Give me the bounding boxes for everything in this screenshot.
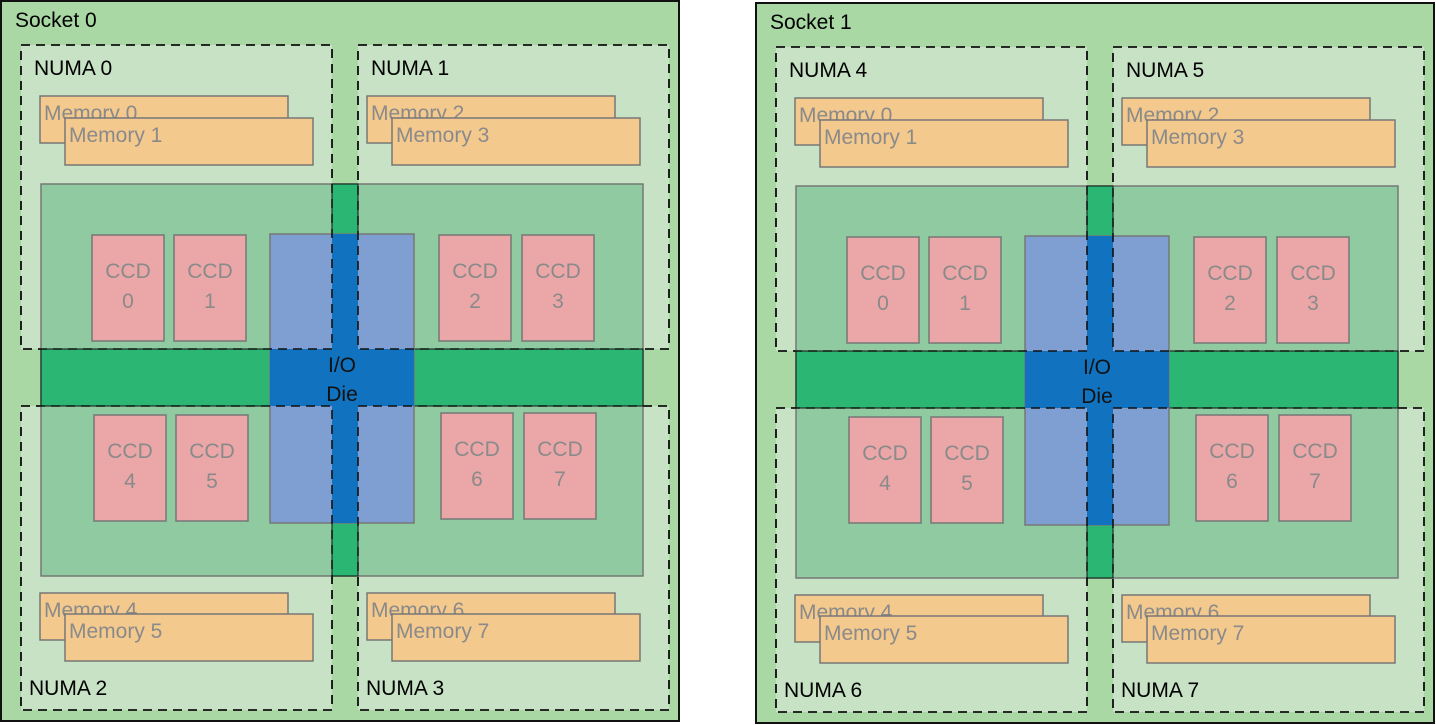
- memory-label: Memory 3: [396, 124, 489, 147]
- ccd-chiplet: [1276, 236, 1350, 344]
- memory-label: Memory 3: [1151, 126, 1244, 149]
- ccd-label: CCD: [1292, 440, 1338, 463]
- ccd-label: CCD: [189, 440, 235, 463]
- ccd-label: CCD: [1290, 262, 1336, 285]
- memory-label: Memory 5: [824, 622, 917, 645]
- ccd-label: CCD: [1207, 262, 1253, 285]
- ccd-label: CCD: [452, 260, 498, 283]
- ccd-number: 7: [554, 468, 566, 491]
- ccd-chiplet: [1195, 414, 1269, 522]
- socket-label: Socket 1: [770, 11, 852, 34]
- io-die-label: I/O: [1083, 356, 1111, 379]
- ccd-label: CCD: [1209, 440, 1255, 463]
- ccd-number: 4: [879, 472, 891, 495]
- memory-module: [819, 119, 1069, 168]
- numa-label: NUMA 4: [789, 59, 868, 82]
- numa-outline: [20, 405, 333, 711]
- numa-label: NUMA 3: [366, 677, 444, 700]
- io-die-label: I/O: [328, 354, 356, 377]
- socket-0: Socket 0 I/O Die NUMA 0 NUMA 1 NUMA 2 NUMA 3 Me…: [0, 0, 680, 722]
- ccd-number: 6: [471, 468, 483, 491]
- ccd-number: 7: [1309, 470, 1321, 493]
- ccd-number: 4: [124, 470, 136, 493]
- ccd-chiplet: [440, 412, 514, 520]
- socket-label: Socket 0: [15, 9, 97, 32]
- numa-outline: [775, 407, 1088, 713]
- ccd-chiplet: [173, 234, 247, 342]
- ccd-label: CCD: [942, 262, 988, 285]
- ccd-label: CCD: [187, 260, 233, 283]
- ccd-number: 1: [204, 290, 216, 313]
- memory-label: Memory 1: [824, 126, 917, 149]
- numa-outline: [775, 46, 1088, 352]
- ccd-chiplet: [91, 234, 165, 342]
- memory-module: [64, 117, 314, 166]
- io-die-core-v: [1087, 236, 1113, 525]
- ccd-number: 3: [552, 290, 564, 313]
- numa-label: NUMA 6: [784, 679, 862, 702]
- io-die-core-v: [332, 234, 358, 523]
- ccd-label: CCD: [537, 438, 583, 461]
- memory-label: Memory 7: [396, 620, 489, 643]
- ccd-chiplet: [93, 414, 167, 522]
- numa-label: NUMA 5: [1126, 59, 1204, 82]
- ccd-chiplet: [930, 416, 1004, 524]
- numa-label: NUMA 2: [29, 677, 107, 700]
- socket-1: Socket 1 I/O Die NUMA 4 NUMA 5 NUMA 6 NUMA 7 Me…: [755, 2, 1435, 724]
- ccd-chiplet: [523, 412, 597, 520]
- ccd-number: 0: [877, 292, 889, 315]
- ccd-number: 5: [206, 470, 218, 493]
- numa-label: NUMA 0: [34, 57, 112, 80]
- memory-module: [1146, 119, 1396, 168]
- ccd-number: 5: [961, 472, 973, 495]
- memory-module: [819, 615, 1069, 664]
- ccd-chiplet: [175, 414, 249, 522]
- ccd-chiplet: [438, 234, 512, 342]
- numa-outline: [1112, 46, 1425, 352]
- memory-module: [64, 613, 314, 662]
- ccd-number: 2: [469, 290, 481, 313]
- memory-label: Memory 1: [69, 124, 162, 147]
- ccd-label: CCD: [944, 442, 990, 465]
- numa-label: NUMA 7: [1121, 679, 1199, 702]
- ccd-chiplet: [1193, 236, 1267, 344]
- numa-outline: [357, 44, 670, 350]
- memory-label: Memory 7: [1151, 622, 1244, 645]
- numa-label: NUMA 1: [371, 57, 449, 80]
- ccd-number: 2: [1224, 292, 1236, 315]
- ccd-chiplet: [928, 236, 1002, 344]
- memory-label: Memory 5: [69, 620, 162, 643]
- ccd-number: 0: [122, 290, 134, 313]
- ccd-chiplet: [846, 236, 920, 344]
- ccd-label: CCD: [454, 438, 500, 461]
- numa-outline: [357, 405, 670, 711]
- ccd-label: CCD: [105, 260, 151, 283]
- ccd-chiplet: [1278, 414, 1352, 522]
- ccd-label: CCD: [107, 440, 153, 463]
- io-die-label: Die: [1081, 385, 1113, 408]
- memory-module: [1146, 615, 1396, 664]
- ccd-number: 3: [1307, 292, 1319, 315]
- ccd-number: 1: [959, 292, 971, 315]
- ccd-chiplet: [848, 416, 922, 524]
- ccd-label: CCD: [535, 260, 581, 283]
- ccd-label: CCD: [860, 262, 906, 285]
- ccd-chiplet: [521, 234, 595, 342]
- memory-module: [391, 117, 641, 166]
- memory-module: [391, 613, 641, 662]
- numa-outline: [1112, 407, 1425, 713]
- ccd-number: 6: [1226, 470, 1238, 493]
- numa-outline: [20, 44, 333, 350]
- io-die-label: Die: [326, 383, 358, 406]
- ccd-label: CCD: [862, 442, 908, 465]
